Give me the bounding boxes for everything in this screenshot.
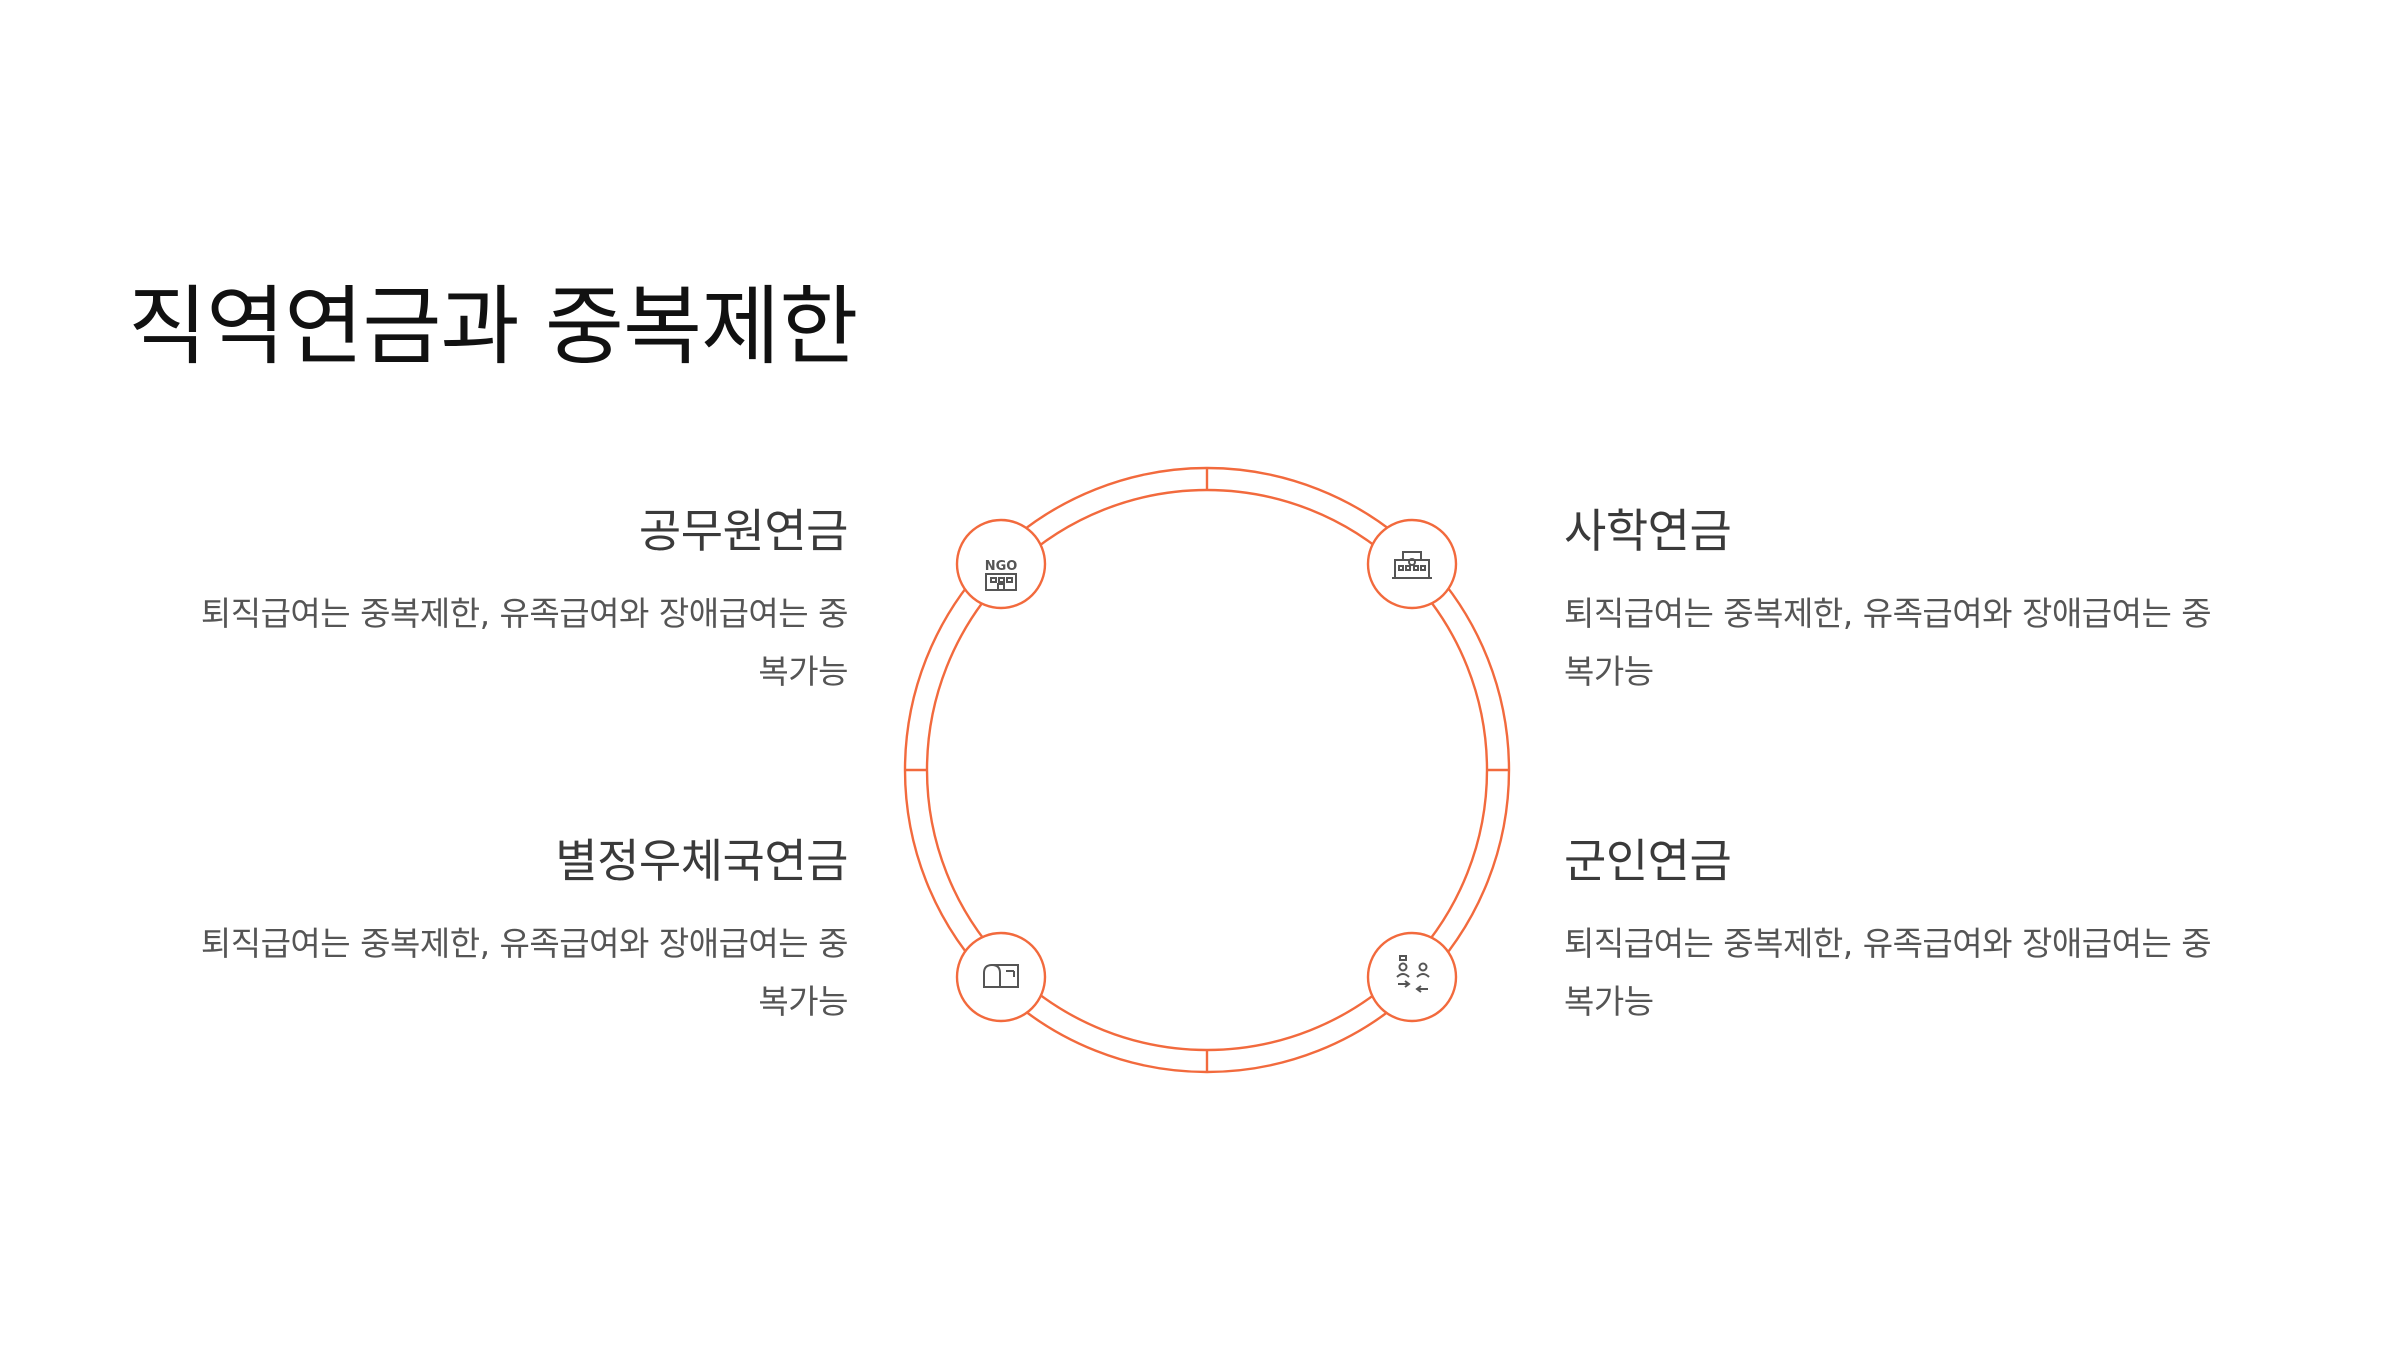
item-description-line-2: 복가능: [758, 652, 848, 692]
item-description-line-1: 퇴직급여는 중복제한, 유족급여와 장애급여는 중: [1564, 594, 2212, 634]
item-description-line-2: 복가능: [758, 982, 848, 1022]
item-title: 별정우체국연금: [555, 834, 848, 888]
item-description-line-1: 퇴직급여는 중복제한, 유족급여와 장애급여는 중: [1564, 924, 2212, 964]
people-exchange-icon: [1396, 955, 1430, 993]
item-description-line-2: 복가능: [1564, 982, 1654, 1022]
item-description-line-1: 퇴직급여는 중복제한, 유족급여와 장애급여는 중: [200, 924, 849, 964]
node-bottom-left: [955, 931, 1047, 1023]
item-title: 공무원연금: [638, 504, 849, 558]
item-title: 사학연금: [1564, 504, 1732, 558]
svg-text:NGO: NGO: [985, 559, 1018, 574]
page-title: 직역연금과 중복제한: [128, 277, 858, 377]
node-top-right: [1366, 518, 1458, 610]
item-title: 군인연금: [1564, 834, 1732, 888]
node-top-left: NGO: [955, 518, 1047, 610]
item-description-line-1: 퇴직급여는 중복제한, 유족급여와 장애급여는 중: [200, 594, 849, 634]
inner-ring: [925, 488, 1489, 1052]
mailbox-icon: [983, 964, 1019, 988]
outer-ring: [903, 466, 1511, 1074]
node-bottom-right: [1366, 931, 1458, 1023]
school-building-icon: [1392, 551, 1432, 579]
item-description-line-2: 복가능: [1564, 652, 1654, 692]
ngo-building-icon: NGO: [985, 559, 1018, 591]
